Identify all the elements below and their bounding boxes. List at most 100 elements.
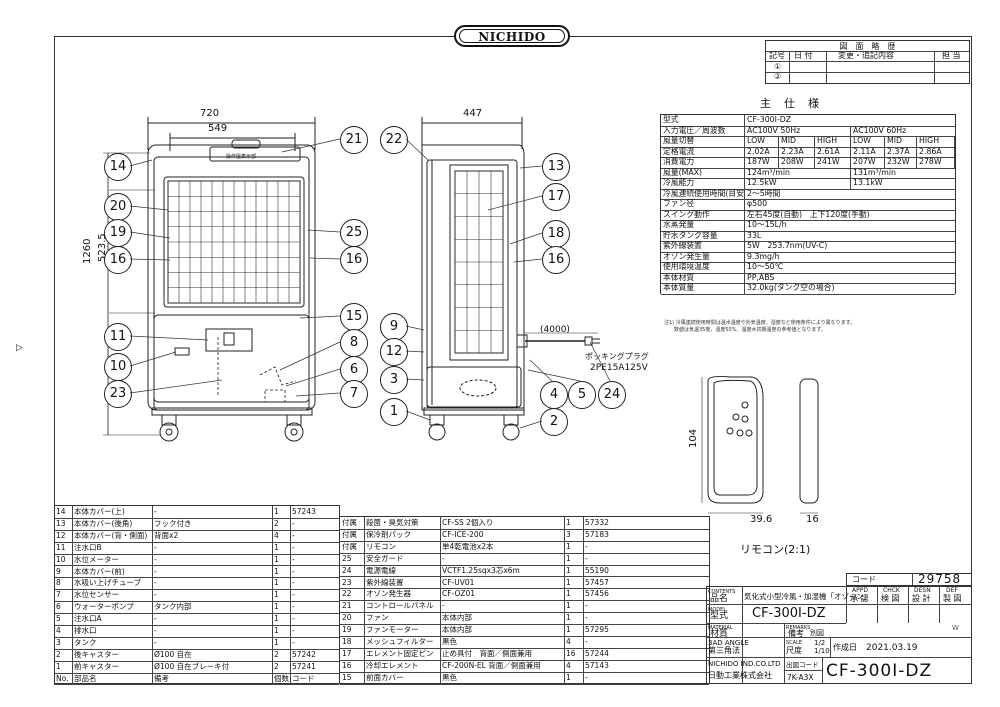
- callout-front-23: 23: [104, 380, 132, 408]
- rev-col-content: 変更・追記内容: [838, 51, 894, 60]
- front-dim-inner: 549: [208, 123, 228, 134]
- parts-cell: 背面x2: [154, 530, 179, 540]
- spec-label: 型式: [661, 115, 745, 126]
- parts-cell: CF-OZ01: [442, 589, 476, 599]
- parts-cell: ファンモーター: [366, 625, 419, 635]
- logo-text: NICHIDO: [478, 30, 546, 44]
- parts-cell: 1: [566, 553, 571, 563]
- parts-cell: -: [154, 637, 157, 647]
- parts-cell: 2: [274, 661, 279, 671]
- parts-cell: 1: [274, 507, 279, 516]
- spec-value: HIGH: [917, 136, 955, 147]
- desn-label: DESN: [914, 587, 931, 594]
- parts-cell: 本体内部: [442, 625, 472, 635]
- parts-cell: 止め具付 背面／側面兼用: [442, 648, 532, 658]
- parts-cell: 25: [342, 553, 352, 563]
- appd-jp: 承 認: [850, 594, 869, 603]
- drawing-number: CF-300I-DZ: [826, 661, 933, 681]
- parts-cell: オゾン発生器: [366, 589, 411, 599]
- parts-cell: 単4乾電池x2本: [442, 541, 494, 551]
- parts-cell: ウォーターポンプ: [74, 602, 134, 612]
- parts-cell: 後キャスター: [74, 649, 119, 659]
- rev-col-date: 日 付: [794, 51, 813, 60]
- parts-cell: コントロールパネル: [366, 601, 434, 611]
- callout-side-2: 2: [540, 408, 568, 436]
- parts-cell: 黒色: [442, 637, 457, 646]
- callout-side-9: 9: [380, 313, 408, 341]
- parts-cell: エレメント固定ピン: [366, 648, 434, 658]
- callout-front-8: 8: [340, 329, 368, 357]
- parts-cell: 1: [566, 565, 571, 575]
- side-view-drawing: [421, 117, 600, 441]
- parts-cell: 20: [342, 613, 352, 623]
- remarks-label: REMARKS: [786, 625, 811, 631]
- parts-cell: 水位メーター: [74, 554, 119, 564]
- spec-label: 水蒸発量: [661, 220, 745, 231]
- parts-cell: 13: [56, 518, 66, 528]
- date-label: 作成日: [833, 643, 857, 652]
- spec-value: φ500: [747, 199, 768, 208]
- parts-cell: 57243: [292, 507, 316, 516]
- parts-cell: 3: [566, 529, 571, 539]
- side-dim-width: 447: [463, 108, 483, 119]
- cord-length: (4000): [540, 325, 570, 335]
- code-label: コード: [852, 575, 876, 584]
- callout-front-15: 15: [340, 303, 368, 331]
- parts-cell: 9: [56, 566, 61, 576]
- parts-cell: 1: [566, 625, 571, 635]
- parts-cell: 前キャスター: [74, 661, 119, 671]
- parts-cell: 3: [56, 637, 61, 647]
- remote-dim-width: 39.6: [750, 514, 773, 525]
- spec-value: 10～15L/h: [747, 220, 787, 229]
- model-label: MODEL: [708, 607, 727, 613]
- spec-value: 2.86A: [917, 146, 955, 157]
- parts-cell: メッシュフィルター: [366, 637, 434, 646]
- spec-value: MID: [885, 136, 917, 147]
- spec-label: 定格電流: [661, 146, 745, 157]
- parts-cell: 1: [566, 672, 571, 682]
- parts-cell: CF-200N-EL 背面／側面兼用: [442, 660, 541, 670]
- parts-cell: 18: [342, 637, 352, 646]
- rev-mark-2: ②: [774, 72, 782, 81]
- rev-mark-1: ①: [774, 61, 782, 71]
- parts-cell: タンク: [74, 637, 97, 647]
- parts-cell: 注水口A: [74, 614, 102, 624]
- parts-cell: -: [442, 601, 445, 611]
- parts-cell: -: [292, 530, 295, 540]
- parts-cell: 本体内部: [442, 613, 472, 623]
- parts-cell: 7: [56, 590, 61, 600]
- spec-label: 使用環境温度: [661, 262, 745, 273]
- parts-cell: 4: [56, 626, 61, 635]
- parts-cell: -: [585, 601, 588, 611]
- spec-value: 187W: [745, 157, 779, 168]
- front-dim-width: 720: [200, 108, 220, 119]
- parts-cell: 1: [566, 601, 571, 611]
- parts-cell: 個数: [274, 673, 289, 683]
- rev-col-mark: 記号: [769, 51, 785, 60]
- parts-cell: -: [154, 554, 157, 564]
- spec-label: ファン径: [661, 199, 745, 210]
- front-panel-label: 操作盤表示部: [226, 154, 257, 160]
- callout-front-11: 11: [104, 323, 132, 351]
- parts-cell: 1: [274, 637, 279, 647]
- parts-cell: 4: [566, 660, 571, 670]
- parts-cell: 24: [342, 565, 352, 575]
